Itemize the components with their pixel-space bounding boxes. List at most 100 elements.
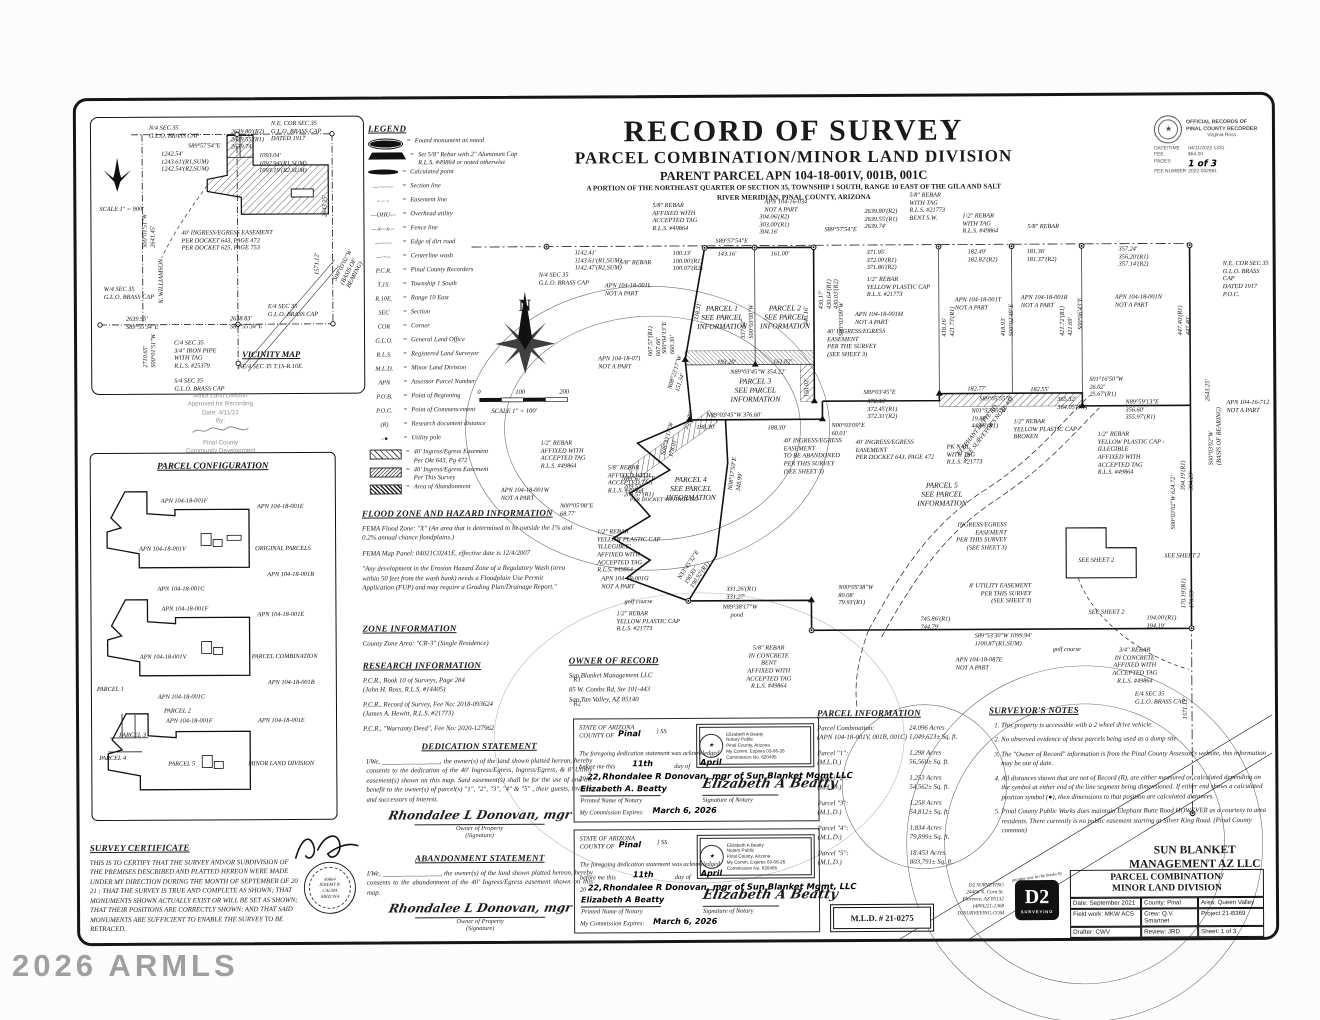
- legend-label: Corner: [410, 322, 430, 330]
- notary2-day: 11th: [632, 870, 654, 880]
- legend-item: R.10E.=Range 10 East: [369, 294, 569, 308]
- legend-equals: =: [403, 378, 408, 386]
- notary2-month: April: [700, 868, 723, 878]
- field-drafter: Drafter: CWV: [1070, 926, 1142, 939]
- zone-p1: County Zone Area: "CR-3" (Single Residen…: [362, 639, 489, 648]
- notary2-year-prefix: 20: [579, 886, 587, 894]
- notary-stamp-expires: My Comm. Expires 03-06-26: [726, 748, 785, 754]
- vicinity-north-arrow: [103, 157, 132, 192]
- legend-label: Assessor Parcel Number: [411, 378, 476, 386]
- legend-label: Found monument as noted: [414, 137, 484, 145]
- surveyor-signature-icon: [294, 835, 359, 859]
- d2-logo-text: D2: [1024, 886, 1050, 909]
- legend-equals: =: [403, 364, 408, 372]
- legend-item: COR =Corner: [369, 322, 569, 336]
- parcel-info-name: Parcel "2":(M.L.D.): [817, 774, 849, 792]
- legend-equals: =: [403, 420, 408, 428]
- legend-equals: =: [403, 322, 407, 330]
- legend-abbreviation: ———: [375, 239, 392, 247]
- legend-equals: =: [402, 252, 407, 260]
- legend-item: T.1S.=Township 1 South: [369, 280, 569, 294]
- legend-abbreviation: P.O.B.: [376, 393, 393, 401]
- abandonment-title: ABANDONMENT STATEMENT: [414, 852, 545, 864]
- h1-symbol-icon: [369, 449, 402, 460]
- survey-certificate-section: SURVEY CERTIFICATE THIS IS TO CERTIFY TH…: [90, 841, 298, 935]
- legend-equals: =: [403, 336, 407, 344]
- legend-equals: =: [403, 406, 408, 414]
- field-county: County: Pinal: [1140, 897, 1199, 909]
- notary2-signature: Elizabeth A Beatty: [701, 887, 840, 903]
- mon-symbol-icon: [368, 138, 403, 150]
- notary-stamp-expires: My Comm. Expires 03-06-26: [726, 859, 786, 865]
- legend-abbreviation: —·—·—: [373, 183, 394, 192]
- legend-item: —OHU—=Overhead utility: [368, 210, 568, 224]
- legend-label: Set 5/8" Rebar with 2" Aluminum Cap R.L.…: [418, 150, 518, 167]
- rec-feeno-label: FEE NUMBER: [1154, 169, 1187, 175]
- parcel-info-name: Parcel "5":(M.L.D.): [817, 849, 849, 867]
- notary-block-abandonment: STATE OF ARIZONA COUNTY OF Pinal } SS ★ …: [573, 828, 856, 934]
- owner-name: Sun Blanket Management LLC: [568, 671, 653, 680]
- legend-label: 40' Ingress/Egress Easement Per This Sur…: [413, 465, 489, 482]
- notary1-exp-label: My Commission Expires:: [579, 809, 644, 817]
- easement-hatching: [627, 350, 1083, 480]
- recorder-header-2: PINAL COUNTY RECORDER: [1185, 125, 1258, 133]
- legend-equals: =: [402, 294, 407, 302]
- project-title-block: PARCEL COMBINATION/ MINOR LAND DIVISION …: [1069, 868, 1265, 939]
- abandonment-section: ABANDONMENT STATEMENT I/We, ____________…: [367, 851, 593, 932]
- legend-equals: =: [403, 350, 407, 358]
- legend-item: =40' Ingress/Egress Easement Per Dkt 643…: [369, 448, 570, 466]
- legend-abbreviation: P.C.R.: [375, 267, 392, 275]
- notary2-exp-value: March 6, 2026: [653, 916, 718, 927]
- legend-label: Centerline wash: [410, 252, 454, 260]
- legend-label: Township 1 South: [410, 280, 457, 288]
- legend-label: Pinal County Recorders: [410, 266, 474, 274]
- research-l2: P.C.R., Record of Survey, Fee No: 2018-0…: [362, 700, 494, 709]
- legend-item: —··—=Centerline wash: [369, 252, 569, 266]
- legend-item: =Area of Abandonment: [369, 483, 570, 497]
- flood-p3: "Any development in the Erosion Hazard Z…: [362, 564, 566, 592]
- wash-contours: [465, 285, 1264, 1020]
- legend-equals: =: [402, 224, 407, 232]
- approval-stamp: Minor Land Division Approved for Recordi…: [155, 392, 285, 456]
- legend-equals: =: [402, 196, 407, 204]
- scale-bar: 0 100 200 SCALE 1" = 100': [477, 389, 570, 415]
- legend-abbreviation: (R): [380, 421, 389, 429]
- parcel-info-name: Parcel "1":(M.L.D.): [817, 749, 849, 767]
- legend-abbreviation: P.O.C.: [376, 407, 393, 415]
- legend-abbreviation: —x—x—: [372, 225, 395, 233]
- legend-label: Easement line: [410, 196, 448, 204]
- research-l2b: (James A. Hewitt, R.L.S. #21773): [362, 710, 454, 718]
- research-info-section: RESEARCH INFORMATION P.C.R., Book 10 of …: [363, 659, 581, 734]
- legend-equals: =: [405, 466, 410, 474]
- h2-symbol-icon: [369, 467, 402, 478]
- rec-feeno-value: 2022-042981: [1188, 168, 1218, 175]
- dedication-section: DEDICATION STATEMENT I/We, _____________…: [366, 739, 593, 839]
- owner-address-2: San Tan Valley, AZ 85140: [568, 695, 639, 704]
- legend-equals: =: [402, 210, 407, 218]
- legend-equals: =: [410, 151, 414, 159]
- scale-tick: 200: [559, 389, 570, 396]
- legend-abbreviation: – – –: [377, 197, 390, 205]
- client-name: SUN BLANKET MANAGEMENT AZ LLC: [1129, 844, 1261, 872]
- parcel-config-drawing: [106, 490, 252, 791]
- legend-item: P.O.C.=Point of Commencement: [369, 406, 569, 420]
- notary1-sig-label: Signature of Notary: [702, 794, 779, 806]
- page-title: RECORD OF SURVEY: [623, 113, 964, 149]
- notary1-exp-value: March 6, 2026: [652, 805, 717, 816]
- legend-label: Point of Beginning: [411, 392, 461, 400]
- field-crew: Crew: Q.V. Smartnet: [1141, 908, 1199, 927]
- research-title: RESEARCH INFORMATION: [362, 660, 482, 671]
- legend-item: APN=Assessor Parcel Number: [369, 378, 569, 392]
- research-l1: P.C.R., Book 10 of Surveys, Page 284: [362, 676, 465, 685]
- legend-abbreviation: COR: [377, 323, 391, 331]
- vicinity-drawing: [97, 131, 339, 372]
- legend-item: P.O.B.=Point of Beginning: [369, 392, 569, 406]
- monument-markers: [543, 242, 1196, 817]
- dedication-title: DEDICATION STATEMENT: [421, 740, 537, 752]
- notary2-county-label: COUNTY OF: [579, 843, 615, 851]
- parcel-info-row: Parcel Combination:(APN 104-18-001V, 001…: [817, 723, 985, 743]
- legend-abbreviation: G.L.O.: [375, 337, 393, 345]
